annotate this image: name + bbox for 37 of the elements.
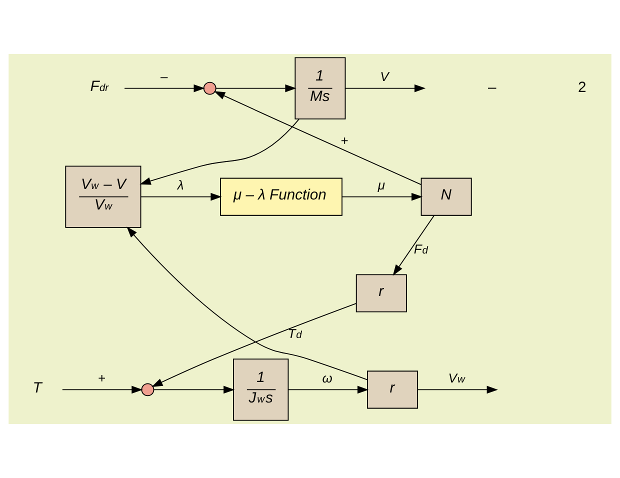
arrow xyxy=(152,302,357,387)
node-circle xyxy=(141,383,154,396)
edge-label: λ xyxy=(177,178,184,193)
edge-label: – xyxy=(160,69,168,84)
edge-label: μ xyxy=(378,178,386,193)
node-circle xyxy=(203,82,216,95)
edge-label: ω xyxy=(322,370,332,386)
node-text: T xyxy=(32,380,42,396)
arrow xyxy=(140,118,300,185)
edge-label: + xyxy=(340,133,348,148)
arrow xyxy=(344,84,426,92)
edge-label: Vw xyxy=(448,370,465,386)
arrow xyxy=(126,226,368,380)
arrow xyxy=(288,386,369,394)
node-box: r xyxy=(356,274,407,312)
node-box: 1 Ms xyxy=(294,57,346,120)
arrow xyxy=(124,84,205,92)
label: – xyxy=(488,80,496,96)
arrow xyxy=(392,215,435,276)
arrow xyxy=(417,386,498,394)
edge-label: Fd xyxy=(414,242,428,257)
node-box: 1 Jws xyxy=(233,358,289,421)
edge-label: V xyxy=(380,69,389,84)
edge-label: Td xyxy=(288,326,302,341)
node-box: μ – λ Function xyxy=(220,178,342,216)
node-box: Vw – V Vw xyxy=(65,166,142,228)
arrow xyxy=(62,386,143,394)
arrow xyxy=(342,192,423,201)
label: 2 xyxy=(578,80,586,96)
node-box: N xyxy=(420,178,472,216)
arrow xyxy=(214,91,422,186)
arrow xyxy=(140,192,222,201)
arrow xyxy=(215,84,296,92)
arrow xyxy=(153,386,235,394)
edge-label: + xyxy=(98,370,106,386)
node-box: r xyxy=(367,370,418,409)
node-text: Fdr xyxy=(90,78,109,95)
